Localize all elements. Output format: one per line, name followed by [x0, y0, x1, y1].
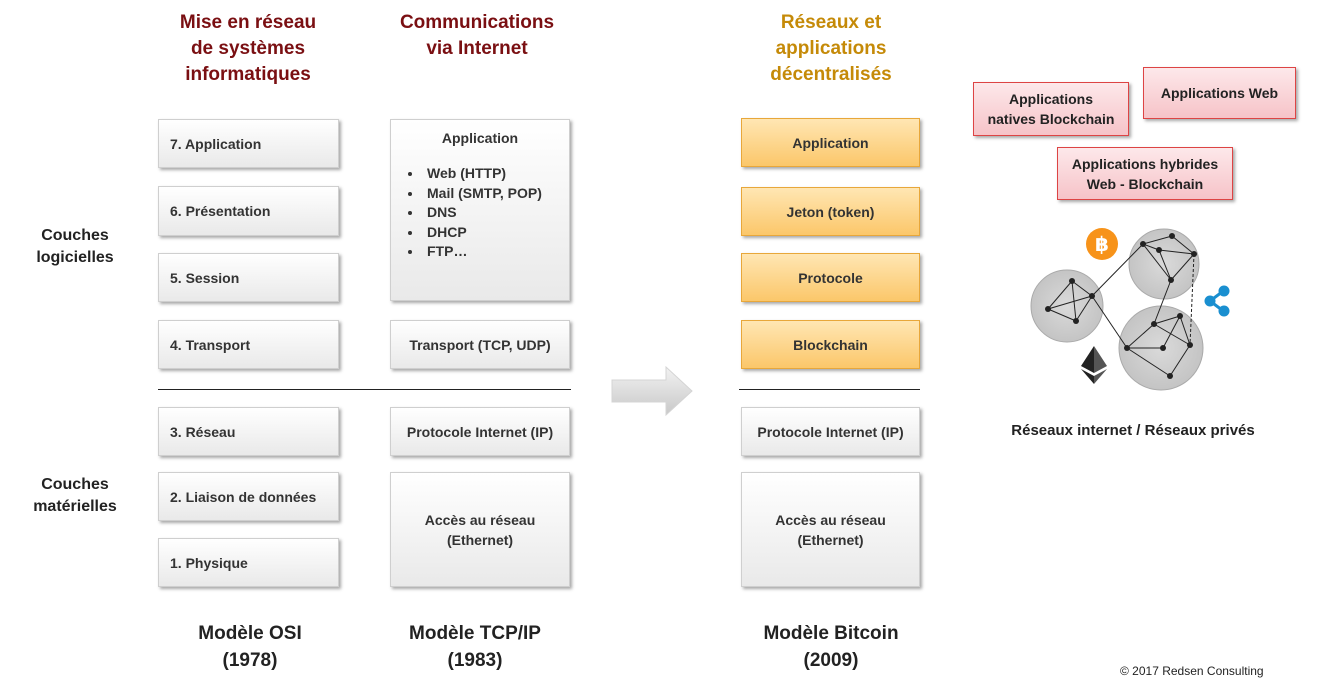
tcp-access-line2: (Ethernet): [446, 531, 514, 548]
osi-heading: Mise en réseau de systèmes informatiques: [148, 10, 348, 88]
network-links: [1047, 235, 1195, 377]
software-label-line2: logicielles: [36, 249, 114, 266]
bitcoin-icon: ฿: [1086, 228, 1118, 260]
tcp-application-list: Web (HTTP) Mail (SMTP, POP) DNS DHCP FTP…: [391, 164, 569, 262]
tcp-access-box: Accès au réseau (Ethernet): [390, 472, 570, 587]
bitcoin-heading: Réseaux et applications décentralisés: [730, 10, 932, 88]
tcp-heading: Communications via Internet: [372, 10, 582, 62]
list-item: Mail (SMTP, POP): [423, 184, 569, 204]
bitcoin-model-name: Modèle Bitcoin: [763, 623, 899, 644]
osi-model-label: Modèle OSI (1978): [150, 620, 350, 674]
network-nodes: [1045, 233, 1197, 379]
software-label-line1: Couches: [41, 227, 109, 244]
osi-layer-2: 2. Liaison de données: [158, 472, 339, 521]
list-item: Web (HTTP): [423, 164, 569, 184]
osi-model-name: Modèle OSI: [198, 623, 302, 644]
bitcoin-internet-box: Protocole Internet (IP): [741, 407, 920, 456]
native-apps-line2: natives Blockchain: [987, 111, 1115, 127]
hybrid-apps-line1: Applications hybrides: [1071, 155, 1219, 172]
tcp-transport-box: Transport (TCP, UDP): [390, 320, 570, 369]
network-graph: [1030, 228, 1204, 391]
tcp-application-box: Application Web (HTTP) Mail (SMTP, POP) …: [390, 119, 570, 301]
list-item: DHCP: [423, 223, 569, 243]
osi-layer-5: 5. Session: [158, 253, 339, 302]
tcp-model-name: Modèle TCP/IP: [409, 623, 541, 644]
native-apps-line1: Applications: [1008, 91, 1093, 107]
tcp-heading-line1: Communications: [399, 12, 555, 33]
osi-heading-line3: informatiques: [185, 64, 311, 85]
osi-layer-4: 4. Transport: [158, 320, 339, 369]
osi-layer-6: 6. Présentation: [158, 186, 339, 236]
list-item: DNS: [423, 203, 569, 223]
bitcoin-blockchain-box: Blockchain: [741, 320, 920, 369]
osi-layer-1: 1. Physique: [158, 538, 339, 587]
hardware-label-line1: Couches: [41, 476, 109, 493]
bitcoin-application-box: Application: [741, 118, 920, 167]
hardware-label-line2: matérielles: [33, 498, 117, 515]
native-blockchain-apps-box: Applications natives Blockchain: [973, 82, 1129, 136]
network-caption: Réseaux internet / Réseaux privés: [1011, 422, 1255, 439]
svg-text:฿: ฿: [1095, 232, 1109, 256]
bitcoin-heading-line2: applications: [775, 38, 887, 59]
hybrid-apps-line2: Web - Blockchain: [1086, 175, 1204, 192]
web-apps-box: Applications Web: [1143, 67, 1296, 119]
transition-arrow-icon: [611, 365, 693, 417]
ripple-icon: [1204, 285, 1230, 317]
bitcoin-access-line2: (Ethernet): [797, 531, 864, 548]
tcp-internet-box: Protocole Internet (IP): [390, 407, 570, 456]
bitcoin-access-box: Accès au réseau (Ethernet): [741, 472, 920, 587]
tcp-model-year: (1983): [447, 650, 503, 671]
software-layers-label: Couches logicielles: [10, 225, 140, 269]
hardware-layers-label: Couches matérielles: [10, 474, 140, 518]
list-item: FTP…: [423, 242, 569, 262]
osi-model-year: (1978): [222, 650, 278, 671]
osi-heading-line1: Mise en réseau: [179, 12, 317, 33]
bitcoin-access-line1: Accès au réseau: [775, 511, 886, 528]
tcp-model-label: Modèle TCP/IP (1983): [375, 620, 575, 674]
osi-layer-7: 7. Application: [158, 119, 339, 168]
ethereum-icon: [1081, 346, 1107, 384]
osi-layer-3: 3. Réseau: [158, 407, 339, 456]
hybrid-apps-box: Applications hybrides Web - Blockchain: [1057, 147, 1233, 200]
bitcoin-token-box: Jeton (token): [741, 187, 920, 236]
osi-heading-line2: de systèmes: [190, 38, 306, 59]
bitcoin-model-year: (2009): [803, 650, 859, 671]
bitcoin-heading-line3: décentralisés: [770, 64, 892, 85]
tcp-access-line1: Accès au réseau: [424, 511, 536, 528]
bitcoin-protocol-box: Protocole: [741, 253, 920, 302]
tcp-heading-line2: via Internet: [426, 38, 528, 59]
tcp-application-title: Application: [441, 130, 519, 146]
layer-divider-left: [158, 389, 571, 390]
bitcoin-heading-line1: Réseaux et: [780, 12, 882, 33]
bitcoin-model-label: Modèle Bitcoin (2009): [730, 620, 932, 674]
copyright-notice: © 2017 Redsen Consulting: [1120, 664, 1264, 678]
layer-divider-right: [739, 389, 920, 390]
